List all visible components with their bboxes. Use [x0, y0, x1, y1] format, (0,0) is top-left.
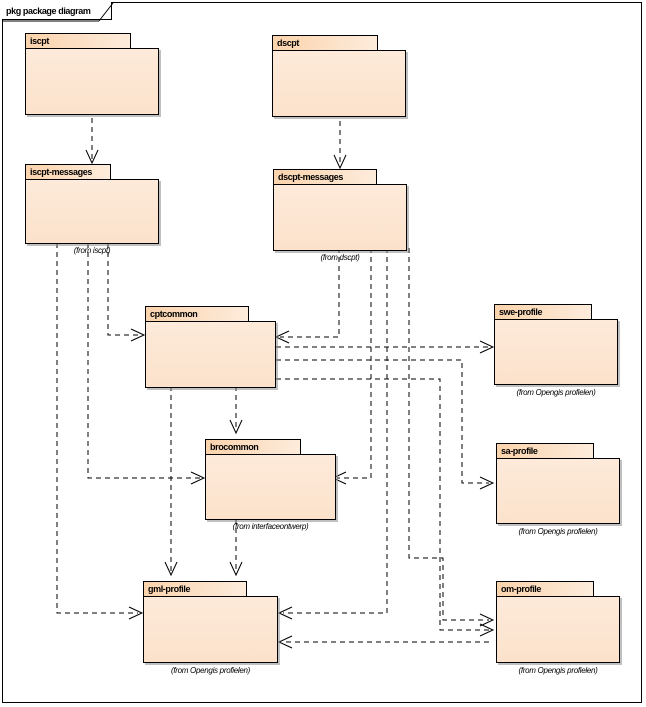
- package-gml-profile-name: gml-profile: [148, 584, 191, 594]
- package-dscpt-messages-body: [273, 184, 407, 251]
- package-gml-profile-from: (from Opengis profielen): [170, 666, 251, 675]
- package-dscpt[interactable]: dscpt: [272, 35, 412, 120]
- package-iscpt-messages-tab: iscpt-messages: [25, 164, 111, 180]
- package-sa-profile-body: [496, 458, 620, 524]
- package-sa-profile-name: sa-profile: [501, 446, 538, 456]
- package-om-profile-tab: om-profile: [496, 581, 594, 597]
- package-swe-profile[interactable]: swe-profile (from Opengis profielen): [494, 304, 619, 397]
- package-swe-profile-from: (from Opengis profielen): [516, 388, 596, 397]
- diagram-frame-tab: pkg package diagram: [2, 2, 112, 20]
- package-cptcommon-name: cptcommon: [150, 309, 198, 319]
- package-dscpt-tab: dscpt: [272, 35, 378, 51]
- package-sa-profile-tab: sa-profile: [496, 443, 594, 459]
- package-iscpt-messages[interactable]: iscpt-messages (from iscpt): [25, 164, 165, 255]
- package-iscpt-messages-body: [25, 179, 159, 244]
- package-dscpt-messages-tab: dscpt-messages: [273, 169, 377, 185]
- package-dscpt-messages-from: (from dscpt): [320, 253, 360, 262]
- package-brocommon[interactable]: brocommon (from interfaceontwerp): [205, 439, 337, 531]
- package-sa-profile[interactable]: sa-profile (from Opengis profielen): [496, 443, 621, 536]
- package-iscpt-tab: iscpt: [25, 33, 131, 49]
- package-gml-profile-body: [143, 596, 278, 663]
- package-swe-profile-body: [494, 319, 618, 385]
- package-om-profile[interactable]: om-profile (from Opengis profielen): [496, 581, 621, 675]
- package-swe-profile-tab: swe-profile: [494, 304, 592, 320]
- package-iscpt-body: [25, 48, 159, 115]
- package-dscpt-body: [272, 50, 406, 117]
- package-iscpt[interactable]: iscpt: [25, 33, 165, 118]
- package-iscpt-messages-name: iscpt-messages: [30, 167, 92, 177]
- package-cptcommon[interactable]: cptcommon: [145, 306, 277, 388]
- package-gml-profile-tab: gml-profile: [143, 581, 247, 597]
- package-cptcommon-body: [145, 321, 276, 388]
- package-brocommon-tab: brocommon: [205, 439, 301, 455]
- package-dscpt-messages[interactable]: dscpt-messages (from dscpt): [273, 169, 413, 262]
- package-brocommon-name: brocommon: [210, 442, 259, 452]
- package-brocommon-body: [205, 454, 336, 520]
- package-iscpt-messages-from: (from iscpt): [73, 246, 111, 255]
- package-om-profile-name: om-profile: [501, 584, 541, 594]
- package-brocommon-from: (from interfaceontwerp): [232, 522, 309, 531]
- package-sa-profile-from: (from Opengis profielen): [518, 527, 598, 536]
- package-iscpt-name: iscpt: [30, 36, 50, 46]
- package-dscpt-messages-name: dscpt-messages: [278, 172, 343, 182]
- package-dscpt-name: dscpt: [277, 38, 300, 48]
- package-swe-profile-name: swe-profile: [499, 307, 543, 317]
- package-om-profile-body: [496, 596, 620, 663]
- package-cptcommon-tab: cptcommon: [145, 306, 249, 322]
- package-gml-profile[interactable]: gml-profile (from Opengis profielen): [143, 581, 279, 675]
- diagram-frame-title: pkg package diagram: [6, 6, 91, 16]
- package-om-profile-from: (from Opengis profielen): [518, 666, 598, 675]
